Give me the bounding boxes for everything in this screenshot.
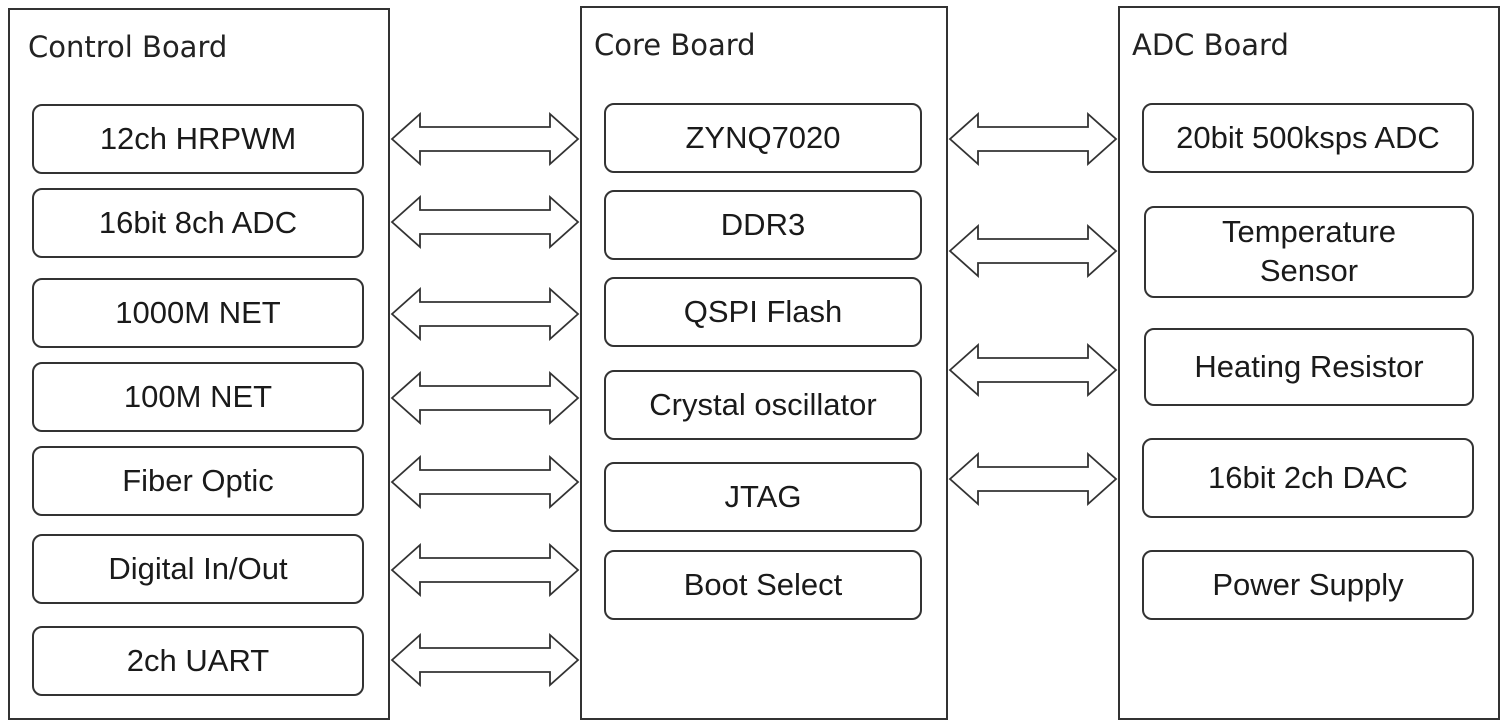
core-block-crystal-oscillator-label: Crystal oscillator (649, 386, 877, 422)
core-block-zynq: ZYNQ7020 (604, 103, 922, 173)
double-arrow-icon (390, 542, 580, 598)
core-block-boot-select-label: Boot Select (683, 566, 843, 602)
core-block-boot-select: Boot Select (604, 550, 922, 620)
control-block-digital-io: Digital In/Out (32, 534, 364, 604)
core-block-ddr3: DDR3 (604, 190, 922, 260)
adc-block-temperature-sensor: Temperature Sensor (1144, 206, 1474, 298)
double-arrow-icon (390, 454, 580, 510)
adc-board-title: ADC Board (1132, 28, 1289, 62)
core-block-jtag-label: JTAG (724, 478, 802, 514)
adc-block-adc: 20bit 500ksps ADC (1142, 103, 1474, 173)
adc-block-heating-resistor-label: Heating Resistor (1194, 348, 1424, 384)
control-block-digital-io-label: Digital In/Out (108, 550, 288, 586)
control-block-uart-label: 2ch UART (126, 642, 270, 678)
core-board-title: Core Board (594, 28, 756, 62)
double-arrow-icon (948, 223, 1118, 279)
control-block-1000m-net: 1000M NET (32, 278, 364, 348)
core-block-crystal-oscillator: Crystal oscillator (604, 370, 922, 440)
adc-block-power-supply: Power Supply (1142, 550, 1474, 620)
control-block-uart: 2ch UART (32, 626, 364, 696)
control-block-100m-net: 100M NET (32, 362, 364, 432)
adc-block-dac-label: 16bit 2ch DAC (1208, 459, 1408, 495)
adc-block-temperature-sensor-label: Temperature Sensor (1221, 214, 1397, 288)
double-arrow-icon (948, 451, 1118, 507)
double-arrow-icon (948, 111, 1118, 167)
control-block-adc: 16bit 8ch ADC (32, 188, 364, 258)
control-block-100m-net-label: 100M NET (123, 378, 273, 414)
adc-block-heating-resistor: Heating Resistor (1144, 328, 1474, 406)
core-block-qspi-flash-label: QSPI Flash (683, 293, 843, 329)
control-block-hrpwm-label: 12ch HRPWM (99, 120, 297, 156)
double-arrow-icon (390, 286, 580, 342)
control-board-title: Control Board (28, 30, 228, 64)
core-block-jtag: JTAG (604, 462, 922, 532)
core-block-zynq-label: ZYNQ7020 (685, 119, 841, 155)
core-block-qspi-flash: QSPI Flash (604, 277, 922, 347)
double-arrow-icon (390, 111, 580, 167)
core-block-ddr3-label: DDR3 (720, 206, 806, 242)
double-arrow-icon (390, 632, 580, 688)
double-arrow-icon (948, 342, 1118, 398)
double-arrow-icon (390, 194, 580, 250)
adc-block-power-supply-label: Power Supply (1212, 566, 1404, 602)
adc-block-adc-label: 20bit 500ksps ADC (1176, 119, 1440, 155)
double-arrow-icon (390, 370, 580, 426)
control-block-fiber-optic-label: Fiber Optic (122, 462, 274, 498)
control-block-1000m-net-label: 1000M NET (115, 294, 281, 330)
control-block-hrpwm: 12ch HRPWM (32, 104, 364, 174)
control-block-fiber-optic: Fiber Optic (32, 446, 364, 516)
adc-block-dac: 16bit 2ch DAC (1142, 438, 1474, 518)
control-block-adc-label: 16bit 8ch ADC (98, 204, 298, 240)
